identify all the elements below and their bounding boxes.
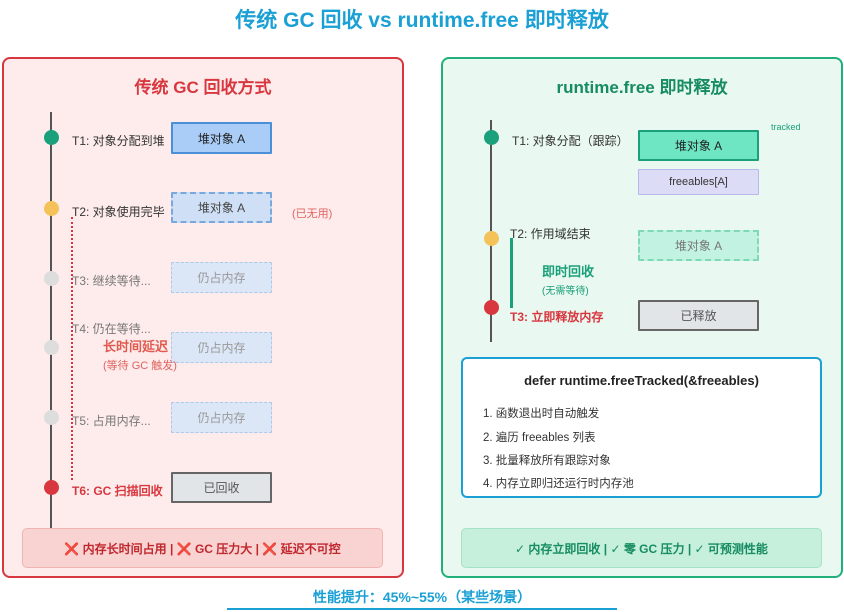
left-step-t2: T2: 对象使用完毕 [72,205,165,219]
defer-item-1: 1. 函数退出时自动触发 [483,408,600,420]
left-step-t6: T6: GC 扫描回收 [72,484,163,498]
left-t4-dot [44,340,59,355]
delay-dotted-line [71,217,73,480]
right-panel-title: runtime.free 即时释放 [556,78,728,97]
left-reclaimed-box: 已回收 [171,472,272,503]
right-step-t3: T3: 立即释放内存 [510,310,604,324]
left-panel-title: 传统 GC 回收方式 [134,78,272,97]
right-footer-summary: ✓ 内存立即回收 | ✓ 零 GC 压力 | ✓ 可预测性能 [461,528,822,568]
unused-note: (已无用) [292,208,333,220]
left-occupied-box-t3: 仍占内存 [171,262,272,293]
left-occupied-box-t5: 仍占内存 [171,402,272,433]
left-t6-dot [44,480,59,495]
left-t3-dot [44,271,59,286]
right-t1-dot [484,130,499,145]
right-freed-box: 已释放 [638,300,759,331]
left-step-t3: T3: 继续等待... [72,274,151,288]
instant-reclaim-label: 即时回收 [542,264,595,279]
left-heap-object-box: 堆对象 A [171,122,272,154]
right-heap-object-out-of-scope-box: 堆对象 A [638,230,759,261]
performance-gain-text: 性能提升：45%~55%（某些场景） [312,589,532,605]
defer-item-2: 2. 遍历 freeables 列表 [483,432,596,444]
defer-title: defer runtime.freeTracked(&freeables) [524,373,759,388]
left-heap-object-unused-box: 堆对象 A [171,192,272,223]
right-t2-dot [484,231,499,246]
delay-label: 长时间延迟 [103,339,169,354]
tracked-label: tracked [771,122,801,132]
performance-underline [227,608,617,610]
instant-reclaim-bar [510,238,513,308]
right-step-t2: T2: 作用域结束 [510,227,591,241]
left-occupied-box-t4: 仍占内存 [171,332,272,363]
left-step-t1: T1: 对象分配到堆 [72,134,165,148]
left-t1-dot [44,130,59,145]
freeables-list-box: freeables[A] [638,169,759,195]
left-step-t5: T5: 占用内存... [72,414,151,428]
page-title: 传统 GC 回收 vs runtime.free 即时释放 [235,9,609,32]
left-t5-dot [44,410,59,425]
left-step-t4: T4: 仍在等待... [72,322,151,336]
right-step-t1: T1: 对象分配（跟踪） [512,134,629,148]
left-footer-summary: ❌ 内存长时间占用 | ❌ GC 压力大 | ❌ 延迟不可控 [22,528,383,568]
defer-item-3: 3. 批量释放所有跟踪对象 [483,455,611,467]
defer-free-tracked-box: defer runtime.freeTracked(&freeables) 1.… [461,357,822,498]
right-t3-dot [484,300,499,315]
delay-sublabel: (等待 GC 触发) [103,360,177,372]
right-heap-object-box: 堆对象 A [638,130,759,161]
left-t2-dot [44,201,59,216]
instant-reclaim-sublabel: (无需等待) [542,286,589,297]
left-timeline-line [50,112,52,539]
defer-item-4: 4. 内存立即归还运行时内存池 [483,478,634,490]
